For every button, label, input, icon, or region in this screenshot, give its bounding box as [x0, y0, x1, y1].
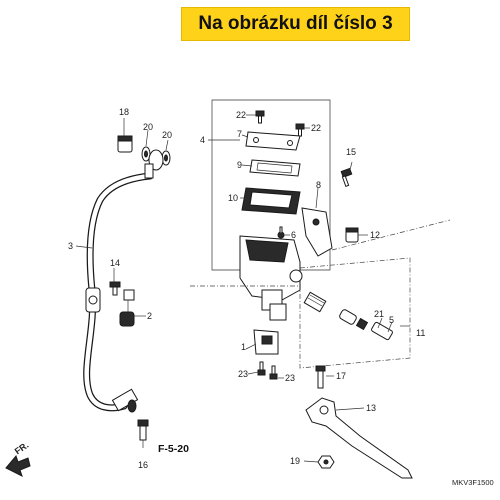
- diagram-code: MKV3F1500: [452, 478, 494, 487]
- front-direction-label: FR.: [13, 440, 31, 457]
- front-direction-arrow: [5, 454, 31, 477]
- callout-5: 5: [389, 315, 394, 325]
- washer-20-right: [161, 150, 171, 166]
- callout-3: 3: [68, 241, 73, 251]
- washer-20-left: [141, 146, 151, 162]
- callout-20-right: 20: [162, 130, 172, 140]
- screw-22-right: [295, 123, 305, 137]
- callout-14: 14: [110, 258, 120, 268]
- callout-18: 18: [119, 107, 129, 117]
- brake-hose: [83, 172, 154, 412]
- bolt-12: [345, 227, 359, 243]
- callout-15: 15: [346, 147, 356, 157]
- callout-17: 17: [336, 371, 346, 381]
- pivot-bolt-17: [315, 365, 326, 389]
- callout-11: 11: [416, 328, 425, 338]
- screw-6: [277, 226, 285, 239]
- screw-15: [340, 167, 353, 188]
- callout-23-left: 23: [238, 369, 248, 379]
- callout-21: 21: [374, 309, 384, 319]
- page-reference: F-5-20: [158, 443, 189, 455]
- callout-7: 7: [237, 129, 242, 139]
- screw-23-left: [257, 361, 266, 376]
- piston-assembly: [303, 291, 393, 341]
- callout-2: 2: [147, 311, 152, 321]
- brake-lever: [305, 397, 413, 479]
- bolt-14: [109, 281, 121, 296]
- callout-23-right: 23: [285, 373, 295, 383]
- callout-12: 12: [370, 230, 380, 240]
- part-number-banner: Na obrázku díl číslo 3: [181, 7, 410, 41]
- callout-6: 6: [291, 230, 296, 240]
- master-cylinder-body: [239, 235, 303, 321]
- callout-16: 16: [138, 460, 148, 470]
- reservoir-cap: [245, 131, 301, 151]
- callout-19: 19: [290, 456, 300, 466]
- callout-4: 4: [200, 135, 205, 145]
- bolt-16: [137, 419, 149, 441]
- diaphragm-plate: [249, 159, 301, 177]
- bracket-8: [301, 207, 333, 257]
- callout-13: 13: [366, 403, 376, 413]
- hose-clamp-2: [119, 289, 135, 327]
- callout-22-left: 22: [236, 110, 246, 120]
- screw-22-left: [255, 110, 265, 124]
- callout-22-right: 22: [311, 123, 321, 133]
- banjo-bolt-18: [117, 135, 133, 153]
- callout-1: 1: [241, 342, 246, 352]
- upper-banjo-fitting: [144, 149, 164, 179]
- piston-group-frame: [299, 257, 411, 369]
- brake-switch: [253, 329, 279, 355]
- diaphragm: [241, 187, 301, 215]
- callout-10: 10: [228, 193, 238, 203]
- callout-20-left: 20: [143, 122, 153, 132]
- lower-banjo-fitting: [111, 388, 139, 413]
- callout-8: 8: [316, 180, 321, 190]
- callout-9: 9: [237, 160, 242, 170]
- master-cylinder-group-frame: [211, 99, 331, 271]
- nut-19: [317, 455, 335, 469]
- screw-23-right: [269, 365, 278, 380]
